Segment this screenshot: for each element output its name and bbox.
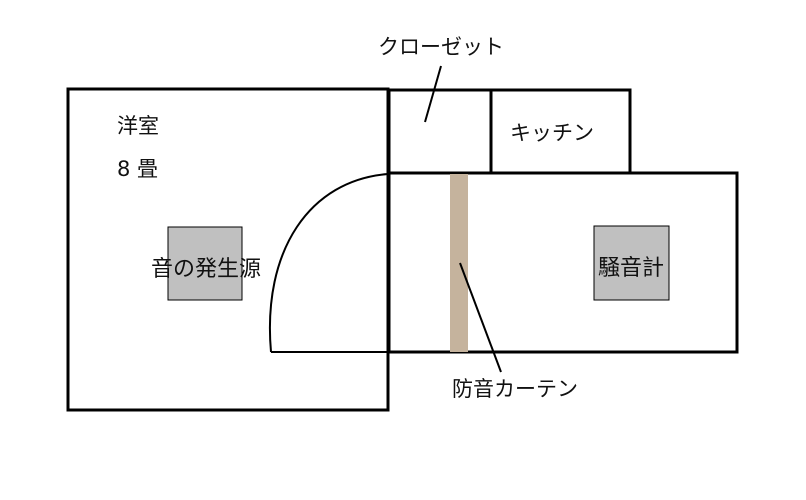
curtain-label: 防音カーテン (452, 377, 578, 401)
sound-source-box (167, 226, 243, 301)
kitchen-label: キッチン (510, 121, 594, 145)
soundproof-curtain (450, 174, 468, 352)
western-room-size-label: 8 畳 (117, 157, 158, 181)
hallway (387, 171, 739, 354)
closet (387, 88, 493, 175)
western-room-label: 洋室 (117, 114, 159, 138)
noise-meter-box (593, 225, 670, 301)
door-swing-arc (268, 173, 389, 353)
noise-meter-label: 騒音計 (598, 256, 664, 281)
closet-leader-line (424, 65, 442, 123)
curtain-leader-line (459, 262, 502, 373)
closet-label: クローゼット (378, 35, 504, 59)
sound-source-label: 音の発生源 (151, 257, 261, 282)
